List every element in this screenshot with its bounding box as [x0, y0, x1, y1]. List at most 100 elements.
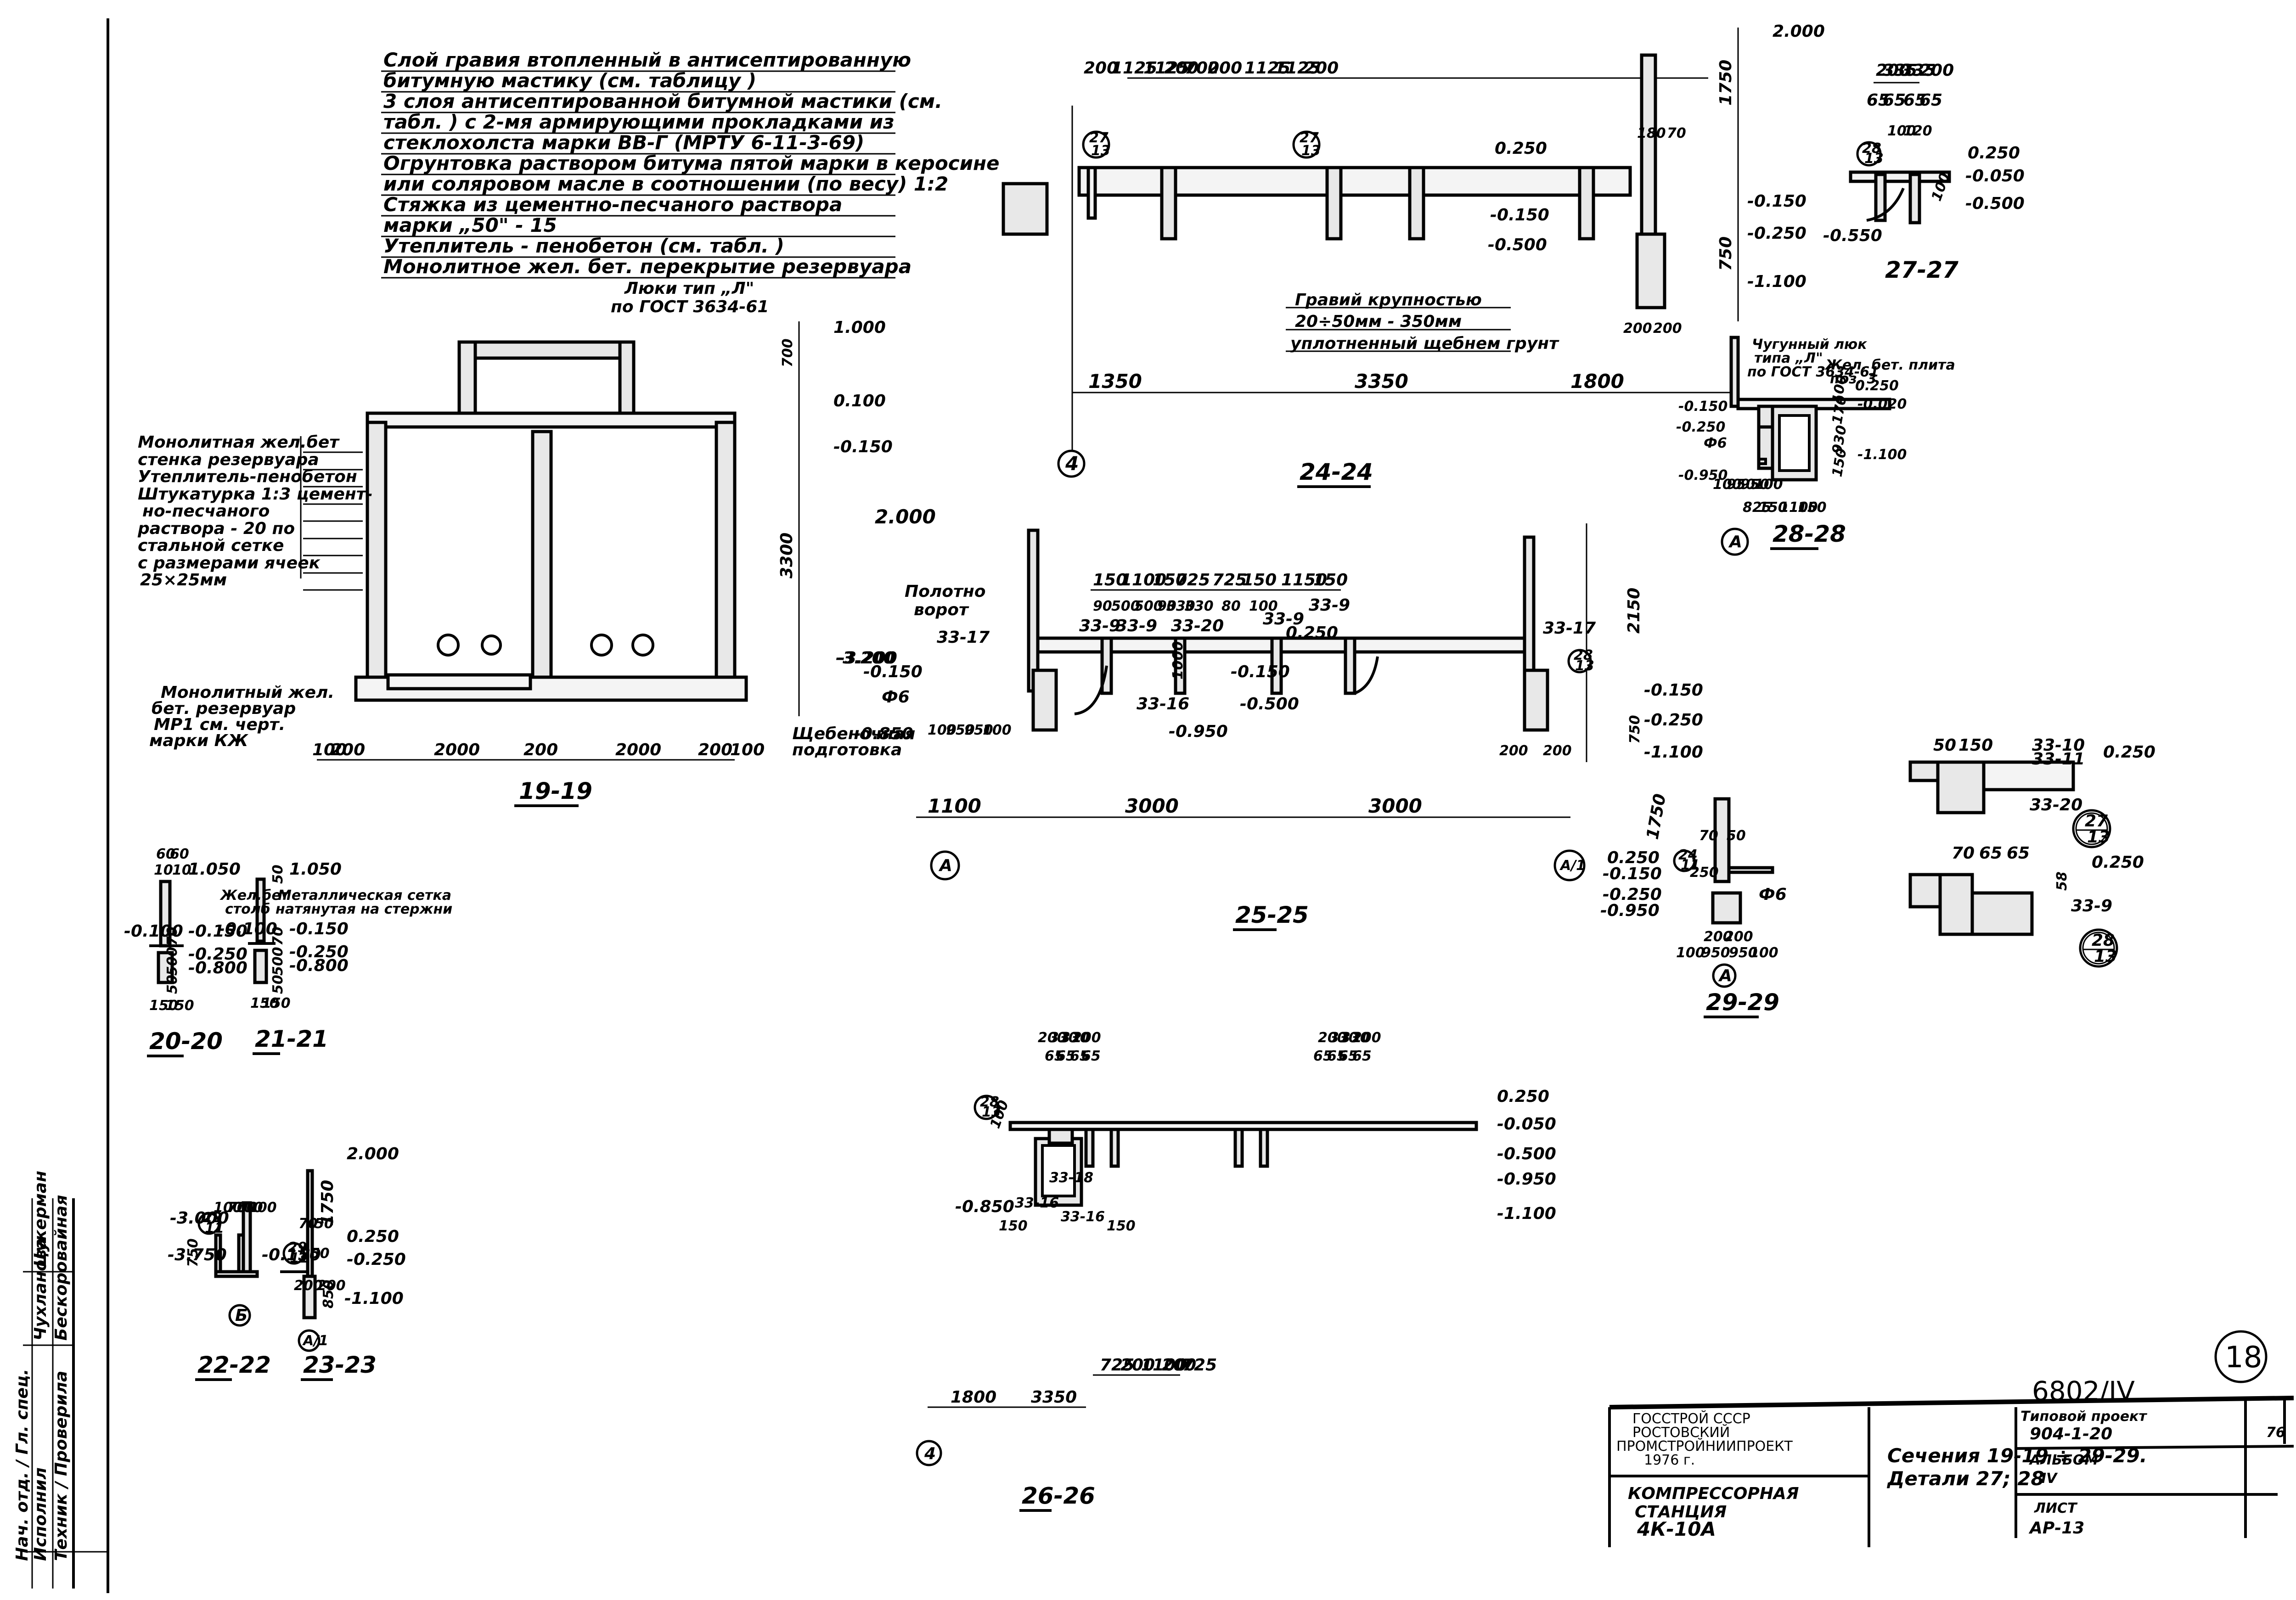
level-mark: -0.550: [1823, 226, 1882, 245]
level-mark: -0.950: [1678, 467, 1728, 483]
level-mark: 0.250: [1286, 623, 1338, 642]
dim-label: 100: [1750, 945, 1778, 961]
dim-label: 725: [1176, 571, 1210, 589]
level-mark: -0.950: [1497, 1170, 1556, 1189]
dim-label: 200: [1084, 59, 1118, 78]
wall-note: раствора - 20 по: [137, 519, 295, 538]
ref-circle-top: 27: [2085, 812, 2108, 831]
rebar-label: Ф6: [882, 688, 910, 707]
axis-label: А: [938, 856, 952, 875]
mark-label: 33-16: [1061, 1209, 1105, 1225]
dim-label: 200: [698, 741, 732, 759]
dim-label: 50: [1933, 736, 1956, 755]
ref-circle-bottom: 13: [1301, 143, 1321, 159]
level-mark: -3.000: [170, 1209, 229, 1228]
level-mark: -0.500: [1965, 194, 2025, 213]
level-mark: 0.250: [1495, 139, 1547, 158]
mark-label: 33-9: [1079, 617, 1120, 635]
wall-note: стенка резервуара: [138, 450, 319, 469]
note-line: Слой гравия втопленный в антисептированн…: [383, 49, 911, 71]
dim-label: 200: [1919, 61, 1954, 80]
rebar-label: Ф6: [1704, 435, 1727, 451]
dim-label: 65: [1313, 1048, 1333, 1064]
level-mark: -0.150: [1747, 192, 1806, 211]
level-mark: 0.250: [1607, 848, 1660, 867]
dim-label: 335: [1901, 61, 1936, 80]
level-mark: -0.150: [1678, 399, 1728, 415]
slab-note: Жел. бет. плита: [1824, 357, 1955, 373]
dim-label: 150: [1759, 500, 1788, 516]
dim-label: 825: [1743, 500, 1772, 516]
axis-marker: [1712, 963, 1737, 988]
dim-label: 200: [317, 1278, 346, 1294]
dim-label: 180: [1637, 125, 1666, 141]
level-mark: -0.150: [1603, 865, 1662, 883]
ref-circle-bottom: 13: [2087, 828, 2110, 847]
dim-label: 330: [1185, 598, 1214, 614]
dim-label: 50: [315, 1216, 334, 1232]
level-mark: 0.250: [2103, 743, 2155, 762]
level-mark: 1.050: [188, 860, 241, 879]
ref-circle-top: 24: [1678, 847, 1698, 863]
hatch-note: типа „Л": [1754, 350, 1823, 366]
signature-row2-role: Исполнил: [31, 1467, 50, 1561]
ref-circle: [1856, 141, 1882, 167]
signature-row2-name: Чухланова: [31, 1238, 50, 1341]
sheet-value: АР-13: [2028, 1519, 2084, 1538]
signature-row1-name: Цукерман: [31, 1171, 50, 1267]
section-23-23: 29 11 2.000 0.250 -0.250 -0.150 -1.100 7…: [262, 1145, 406, 1381]
mark-label: 33-9: [1309, 596, 1350, 615]
dim-label: 1100: [928, 795, 981, 817]
dim-label: 200: [331, 741, 365, 759]
axis-marker: [1553, 849, 1586, 881]
post-note: Жел.бет: [219, 887, 290, 904]
axis-marker: [298, 1329, 321, 1352]
section-title: 23-23: [303, 1352, 377, 1378]
dim-label: 50: [270, 975, 286, 994]
dim-label: 150: [262, 995, 291, 1011]
dim-label: 70: [1699, 828, 1718, 844]
dim-label: 700: [780, 338, 796, 367]
dim-label: 65: [1883, 91, 1906, 110]
dim-label: 1125: [1274, 59, 1320, 78]
dim-label: 700: [1185, 59, 1219, 78]
dim-label: 100: [234, 1200, 263, 1216]
dim-label: 200: [1499, 743, 1528, 759]
level-mark: -0.500: [1497, 1145, 1556, 1163]
dim-label: 200: [1304, 59, 1339, 78]
dim-label: 60: [170, 846, 189, 862]
level-mark: 0.250: [1968, 144, 2020, 163]
mark-label: 33-10: [2032, 736, 2085, 755]
dim-label: 200: [1623, 320, 1652, 337]
section-title: 29-29: [1706, 989, 1779, 1016]
title-block: ГОССТРОЙ СССР РОСТОВСКИЙ ПРОМСТРОЙНИИПРО…: [1608, 1396, 2294, 1547]
level-mark: -0.250: [1676, 419, 1725, 435]
reservoir-note: МР1 см. черт.: [154, 715, 285, 734]
dim-label: 750: [1716, 236, 1735, 271]
axis-label: Б: [235, 1306, 248, 1325]
section-24-24: 200 1125 1125 200 700 200 1125 1125 200 …: [1002, 22, 1825, 488]
dim-label: 330: [1061, 1030, 1090, 1046]
dim-label: 120: [1903, 123, 1932, 139]
section-21-21: Жел.бет столб Металлическая сетка натяну…: [218, 860, 452, 1055]
object-name: КОМПРЕССОРНАЯ: [1628, 1484, 1799, 1503]
level-mark: -1.100: [1747, 272, 1806, 291]
level-mark: -0.100: [218, 920, 277, 938]
roof-layers-notes: Слой гравия втопленный в антисептированн…: [381, 49, 1000, 279]
dim-label: 100: [1713, 477, 1742, 493]
dim-label: 70: [1952, 844, 1975, 863]
wall-note: но-песчаного: [142, 502, 270, 521]
dim-label: 150: [1107, 1218, 1136, 1234]
section-title: 28-28: [1773, 521, 1846, 547]
level-mark: -0.150: [863, 662, 923, 681]
sheet-frame: [28, 18, 109, 1593]
door-note: Полотно: [905, 582, 985, 601]
axis-marker: [1721, 528, 1749, 556]
level-mark: -0.250: [1747, 224, 1806, 243]
axis-label: 4: [1065, 452, 1079, 475]
dim-label: 65: [1867, 91, 1890, 110]
dim-label: 100: [1887, 123, 1916, 139]
album-value: IV: [2041, 1471, 2058, 1487]
ref-circle-top: 29: [288, 1240, 307, 1256]
